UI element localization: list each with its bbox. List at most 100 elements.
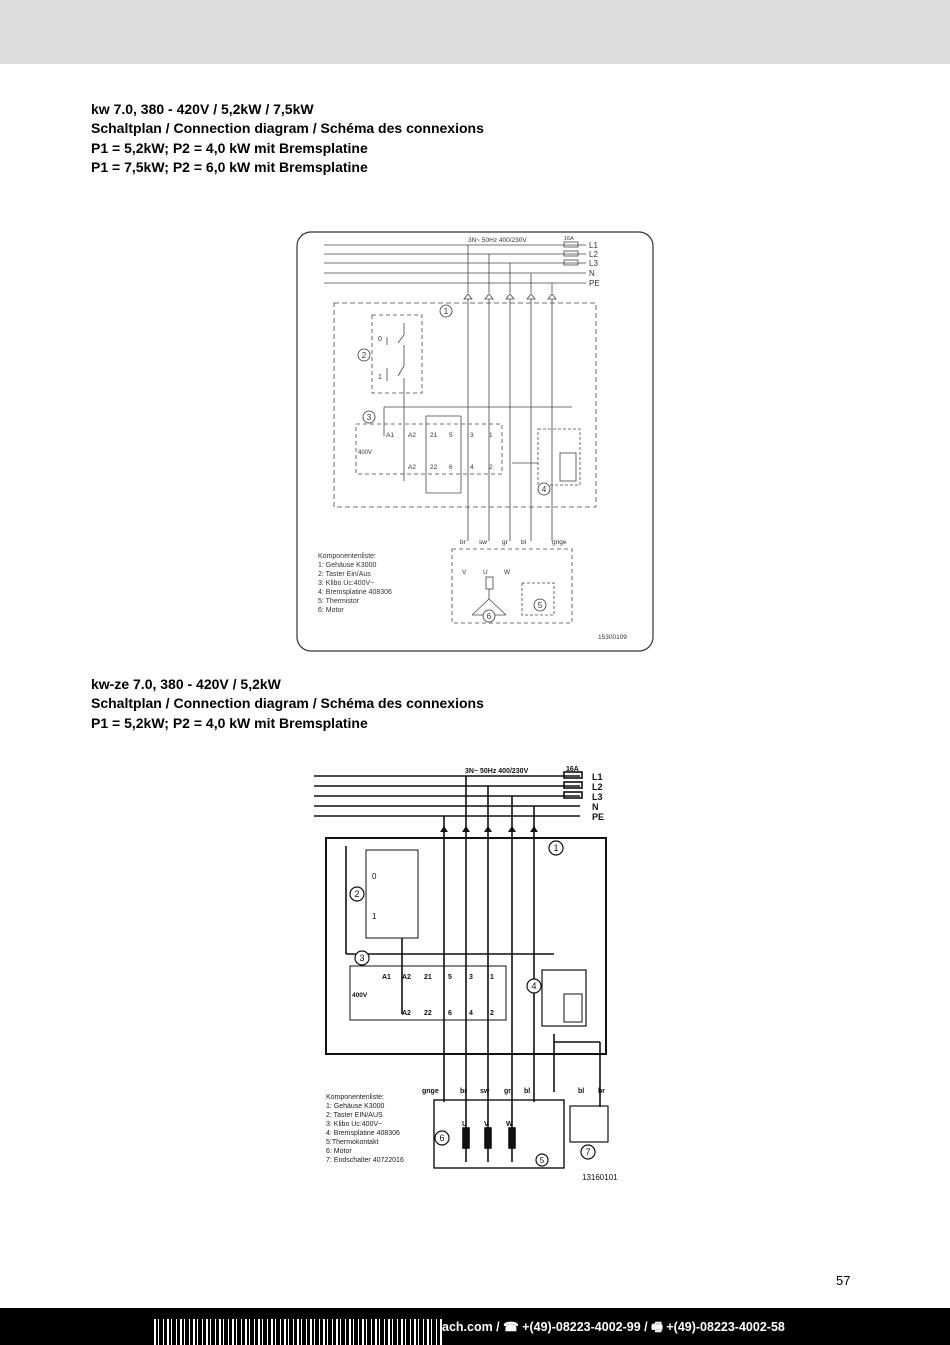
page-number: 57 xyxy=(836,1273,851,1288)
section1-subtitle: Schaltplan / Connection diagram / Schéma… xyxy=(91,120,484,137)
component-item: 5: Thermistor xyxy=(318,598,360,605)
component-item: 5:Thermokontakt xyxy=(326,1139,379,1146)
section2-heading: kw-ze 7.0, 380 - 420V / 5,2kW Schaltplan… xyxy=(91,675,484,733)
contact-top: 5 xyxy=(448,974,452,981)
phase-label: L3 xyxy=(592,792,603,802)
contact-bottom: 2 xyxy=(490,1010,494,1017)
contact-top: A1 xyxy=(382,974,391,981)
supply-label: 3N~ 50Hz 400/230V xyxy=(468,237,527,244)
motor-terminal: V xyxy=(484,1121,489,1128)
marker-3: 3 xyxy=(359,953,364,963)
section1-power-line-2: P1 = 7,5kW; P2 = 6,0 kW mit Bremsplatine xyxy=(91,158,368,175)
contact-top: 1 xyxy=(489,432,493,439)
barcode-overlay xyxy=(154,1319,442,1345)
contact-top: 1 xyxy=(490,974,494,981)
component-item: 7: Endschalter 40722016 xyxy=(326,1157,404,1164)
marker-5: 5 xyxy=(538,601,543,610)
phase-label: L1 xyxy=(589,241,598,250)
wire-color: gr xyxy=(502,539,509,546)
wire-color: bl xyxy=(524,1088,530,1095)
contact-bottom: 4 xyxy=(469,1010,473,1017)
contact-bottom: A2 xyxy=(402,1010,411,1017)
contact-bottom: 2 xyxy=(489,464,493,471)
component-item: 4: Bremsplatine 408306 xyxy=(326,1130,400,1137)
phase-label: PE xyxy=(592,812,604,822)
marker-6: 6 xyxy=(439,1133,444,1143)
switch-pos-0: 0 xyxy=(372,872,377,881)
wire-color: sw xyxy=(480,1088,490,1095)
phase-label: PE xyxy=(589,279,600,288)
marker-1: 1 xyxy=(553,843,558,853)
component-item: 3: Klibo Uc:400V~ xyxy=(318,580,374,587)
wire-color: bl xyxy=(578,1088,584,1095)
footer-bar: ach.com / ☎ +(49)-08223-4002-99 / 🖷 +(49… xyxy=(0,1308,950,1345)
component-item: 1: Gehäuse K3000 xyxy=(326,1103,384,1110)
marker-2: 2 xyxy=(354,889,359,899)
section1-power-line-1: P1 = 5,2kW; P2 = 4,0 kW mit Bremsplatine xyxy=(91,139,368,156)
component-item: 1: Gehäuse K3000 xyxy=(318,562,376,569)
contact-top: A1 xyxy=(386,432,394,439)
marker-4: 4 xyxy=(531,981,536,991)
section2-title: kw-ze 7.0, 380 - 420V / 5,2kW xyxy=(91,676,281,692)
marker-7: 7 xyxy=(585,1147,590,1157)
marker-4: 4 xyxy=(542,485,547,494)
drawing-number: 15300109 xyxy=(598,634,627,641)
motor-terminal: V xyxy=(462,569,467,576)
motor-terminal: W xyxy=(506,1121,513,1128)
phase-label: L1 xyxy=(592,772,603,782)
coil-voltage: 400V xyxy=(352,992,368,999)
header-band xyxy=(0,0,950,64)
connection-diagram-2: 3N~ 50Hz 400/230V 16A L1 L2 L3 N PE 1 2 … xyxy=(314,766,618,1182)
wire-color: sw xyxy=(479,539,487,546)
contact-bottom: A2 xyxy=(408,464,416,471)
wire-color: gr xyxy=(504,1088,511,1095)
marker-2: 2 xyxy=(362,351,367,360)
switch-pos-0: 0 xyxy=(378,336,382,343)
motor-terminal: U xyxy=(462,1121,467,1128)
phase-label: L2 xyxy=(592,782,603,792)
contact-top: 3 xyxy=(470,432,474,439)
wire-color: gnge xyxy=(552,539,567,546)
section1-heading: kw 7.0, 380 - 420V / 5,2kW / 7,5kW Schal… xyxy=(91,100,484,177)
marker-3: 3 xyxy=(367,413,372,422)
contact-bottom: 6 xyxy=(448,1010,452,1017)
component-list-title: Komponentenliste: xyxy=(318,553,376,560)
coil-voltage: 400V xyxy=(358,450,372,456)
component-item: 4: Bremsplatine 408306 xyxy=(318,589,392,596)
supply-label: 3N~ 50Hz 400/230V xyxy=(465,768,529,775)
component-list-title: Komponentenliste: xyxy=(326,1094,384,1101)
contact-bottom: 22 xyxy=(430,464,438,471)
phase-label: N xyxy=(592,802,599,812)
wire-color: bl xyxy=(521,539,527,546)
motor-terminal: U xyxy=(483,569,488,576)
phase-label: L3 xyxy=(589,259,598,268)
contact-bottom: 22 xyxy=(424,1010,432,1017)
fuse-label: 16A xyxy=(564,236,574,242)
drawing-number: 13160101 xyxy=(582,1173,618,1182)
contact-top: A2 xyxy=(402,974,411,981)
wire-color: gnge xyxy=(422,1088,439,1095)
contact-top: 3 xyxy=(469,974,473,981)
switch-pos-1: 1 xyxy=(378,374,382,381)
contact-bottom: 4 xyxy=(470,464,474,471)
section2-subtitle: Schaltplan / Connection diagram / Schéma… xyxy=(91,695,484,712)
phase-label: N xyxy=(589,269,595,278)
component-item: 2: Taster Ein/Aus xyxy=(318,571,371,578)
component-item: 6: Motor xyxy=(318,607,344,614)
component-item: 3: Klibo Uc:400V~ xyxy=(326,1121,382,1128)
contact-top: 21 xyxy=(430,432,438,439)
contact-top: 21 xyxy=(424,974,432,981)
contact-top: A2 xyxy=(408,432,416,439)
connection-diagram-1: 3N~ 50Hz 400/230V 16A L1 L2 L3 N PE 1 2 … xyxy=(296,231,654,652)
wire-color: br xyxy=(460,539,467,546)
section2-power-line-1: P1 = 5,2kW; P2 = 4,0 kW mit Bremsplatine xyxy=(91,714,368,731)
motor-terminal: W xyxy=(504,569,511,576)
contact-bottom: 6 xyxy=(449,464,453,471)
fuse-label: 16A xyxy=(566,766,579,773)
phase-label: L2 xyxy=(589,250,598,259)
contact-top: 5 xyxy=(449,432,453,439)
marker-1: 1 xyxy=(444,307,449,316)
component-item: 2: Taster EIN/AUS xyxy=(326,1112,383,1119)
marker-5: 5 xyxy=(540,1156,545,1165)
footer-contact: ach.com / ☎ +(49)-08223-4002-99 / 🖷 +(49… xyxy=(442,1320,785,1334)
